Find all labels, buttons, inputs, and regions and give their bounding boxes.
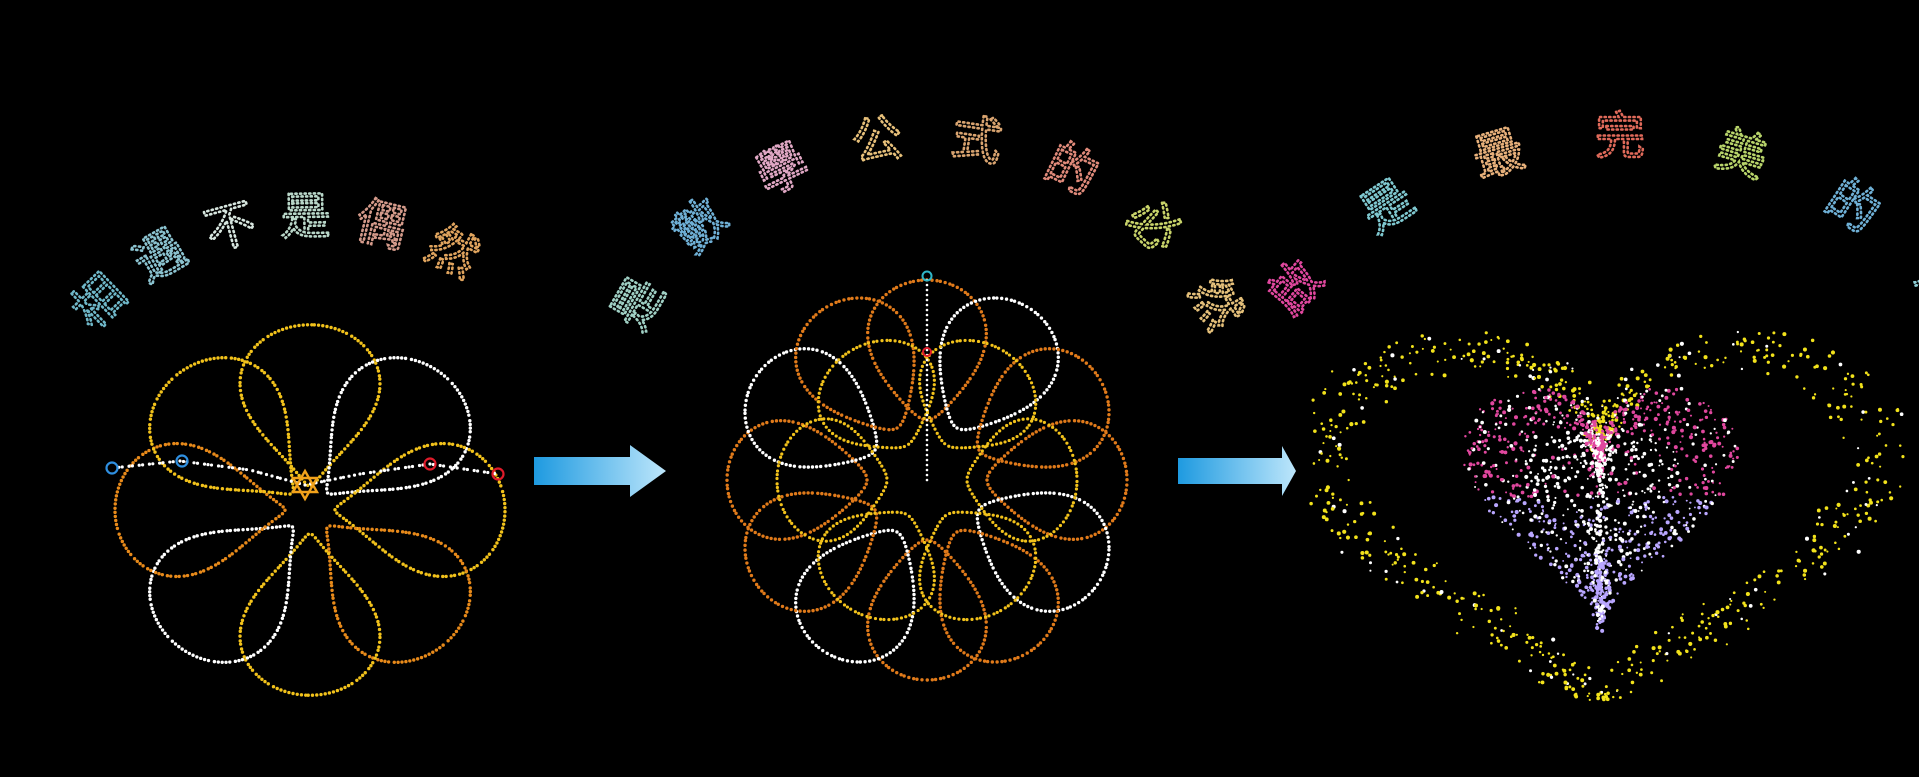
blue-circle-icon	[175, 454, 189, 468]
center-axis	[921, 270, 933, 482]
caption-char: 是	[1350, 168, 1424, 244]
caption-char: 學	[747, 133, 817, 207]
caption-char: 是	[280, 187, 331, 246]
caption-char: 然	[417, 215, 488, 290]
heart-figure: 啟是最 完 美的解	[1256, 106, 1919, 702]
rose-figure: 是數學公式的必然	[599, 107, 1255, 682]
star-of-david-icon	[290, 476, 320, 502]
blue-circle-icon	[105, 461, 119, 475]
arrow-right-icon	[1178, 446, 1296, 496]
baseline-dotted	[117, 459, 497, 487]
caption-char: 的	[1037, 133, 1107, 207]
outer-heart-particles	[1309, 330, 1905, 702]
rose-curve	[725, 278, 1129, 682]
marker-group	[105, 454, 505, 502]
caption-char: 不	[199, 193, 262, 262]
caption-char: 偶	[350, 191, 412, 259]
red-circle-icon	[423, 457, 437, 471]
caption-char: 公	[848, 108, 906, 173]
caption-char: 美	[1709, 119, 1774, 189]
panel-spirograph: 相遇不是偶然	[0, 0, 680, 777]
caption-char: 然	[1178, 267, 1253, 339]
arrow-right-icon	[534, 445, 666, 497]
inner-heart-particles	[1463, 386, 1740, 633]
caption-char: 解	[1906, 250, 1919, 326]
caption-char: 最	[1466, 119, 1531, 189]
caption-char: 必	[1116, 187, 1192, 264]
spirograph-figure: 相遇不是偶然	[60, 186, 507, 697]
caption-char: 遇	[124, 219, 196, 294]
star-of-david-icon	[290, 468, 320, 494]
panel-rose: 是數學公式的必然	[599, 0, 1255, 777]
caption-arc: 相遇不是偶然	[60, 186, 490, 341]
red-circle-icon	[922, 347, 932, 357]
caption-char: 的	[1816, 168, 1890, 244]
caption-char: 啟	[1257, 250, 1334, 326]
panel-heart: 啟是最 完 美的解	[1256, 0, 1919, 777]
caption-arc: 啟是最 完 美的解	[1256, 106, 1919, 327]
red-circle-icon	[491, 467, 505, 481]
caption-char: 相	[61, 263, 137, 339]
caption-char: 完	[1595, 108, 1645, 166]
pivot-circle-icon	[921, 270, 933, 282]
spirograph-curve	[113, 323, 507, 697]
caption-char: 式	[948, 108, 1006, 173]
